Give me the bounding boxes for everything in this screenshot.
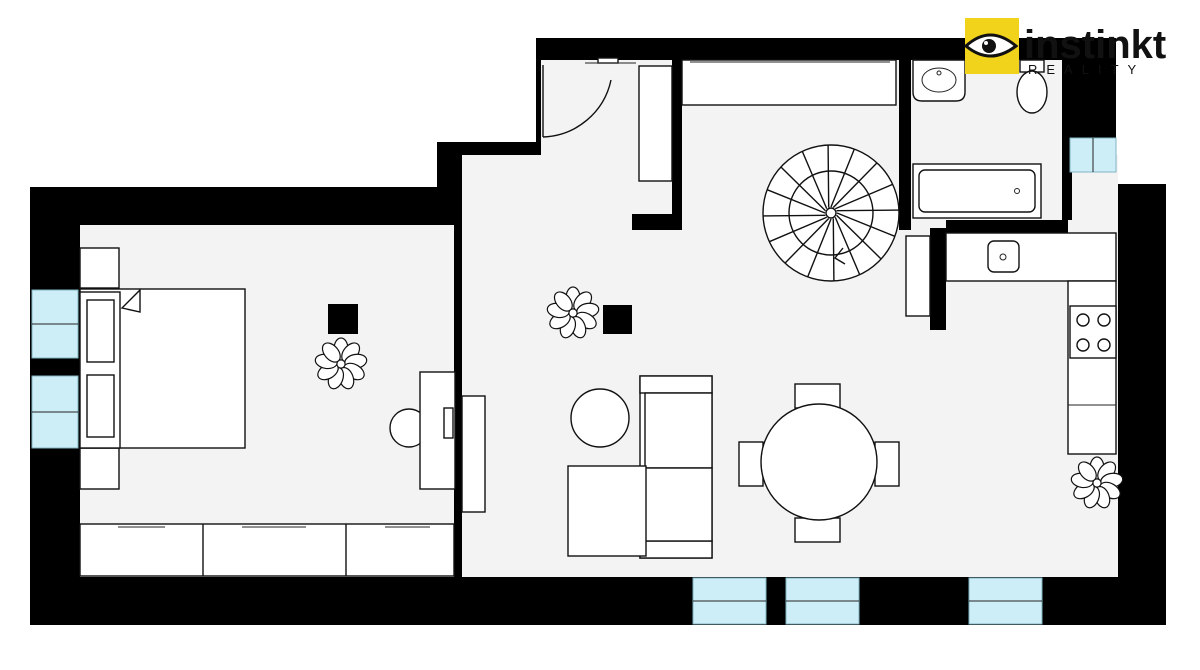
wardrobe	[79, 523, 455, 577]
entry-door	[542, 57, 636, 138]
interior-walls	[328, 60, 1072, 577]
kitchen-counter-top	[945, 232, 1117, 282]
living-furniture	[461, 235, 931, 559]
sink	[987, 240, 1020, 273]
nightstand-bottom	[79, 447, 120, 490]
plant-living	[546, 286, 600, 339]
armchair	[567, 465, 647, 557]
bedroom-column	[328, 304, 358, 334]
hall-bench	[681, 59, 897, 106]
logo-brand: instinkt	[1024, 23, 1166, 67]
logo-tagline: REALITY	[1028, 62, 1145, 77]
living-column	[603, 305, 632, 334]
shelf	[905, 235, 931, 317]
spiral-staircase	[762, 144, 900, 282]
bathroom-fixtures	[912, 59, 1048, 219]
hall-wardrobe	[638, 65, 673, 182]
bedroom-furniture	[79, 247, 456, 577]
side-table	[570, 388, 630, 448]
dining-table	[760, 403, 878, 521]
washbasin	[912, 59, 966, 102]
kitchen	[945, 232, 1117, 455]
windows	[31, 137, 1117, 625]
plant-kitchen	[1070, 456, 1124, 509]
chair-bottom	[794, 517, 841, 543]
toilet	[1016, 70, 1048, 114]
hall-furniture	[638, 59, 897, 182]
nightstand-top	[79, 247, 120, 289]
tv-unit	[461, 395, 486, 513]
company-logo: instinkt REALITY	[963, 18, 1166, 77]
stove	[1069, 305, 1117, 359]
chair-right	[874, 441, 900, 487]
chair-left	[738, 441, 764, 487]
eye-icon	[963, 33, 1019, 58]
plant-bedroom	[314, 337, 368, 390]
dining-set	[738, 383, 900, 543]
